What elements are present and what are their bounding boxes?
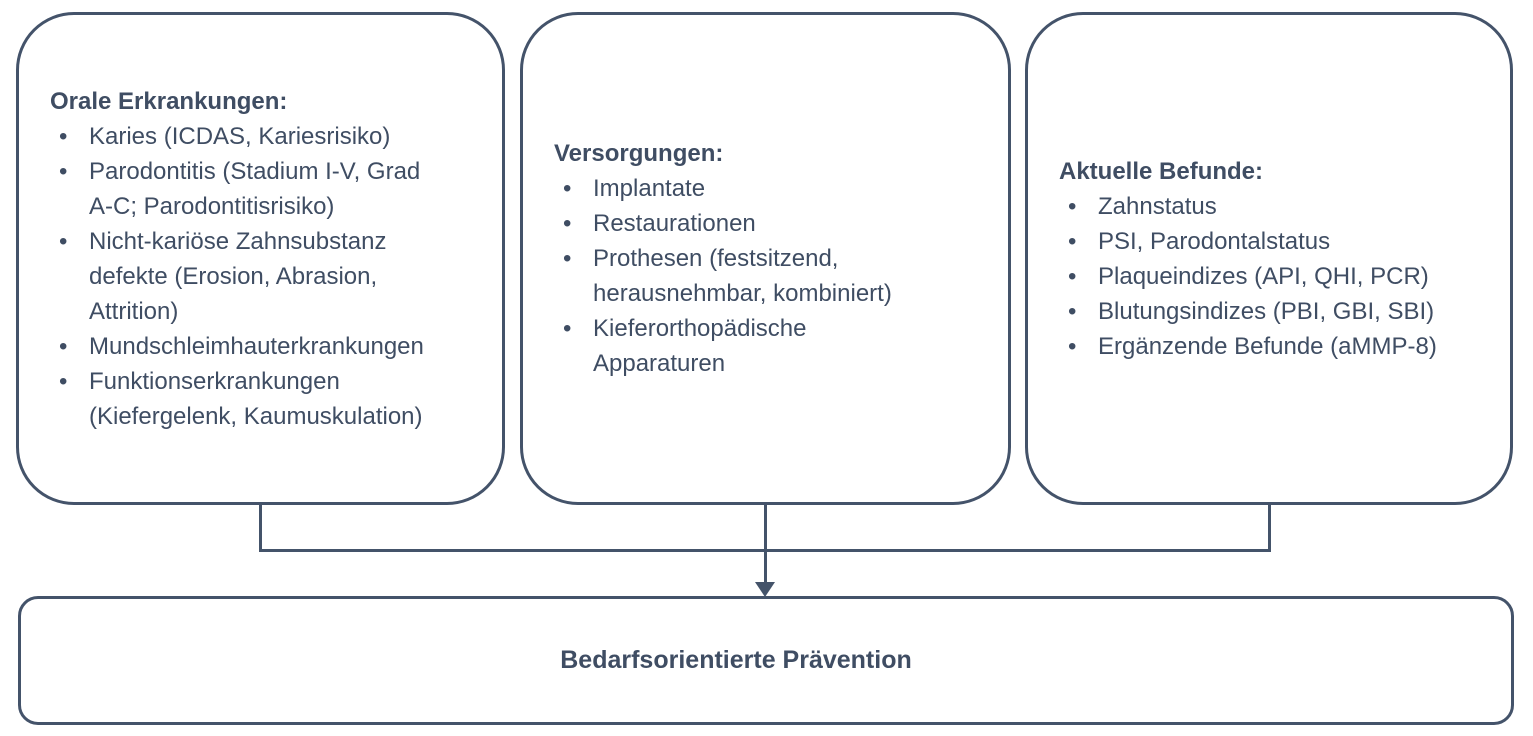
box-title: Aktuelle Befunde: bbox=[1059, 157, 1264, 185]
box-aktuelle-befunde: Aktuelle Befunde: • Zahnstatus • PSI, Pa… bbox=[1025, 12, 1513, 505]
box-title: Orale Erkrankungen: bbox=[50, 87, 288, 115]
box-versorgungen: Versorgungen: • Implantate • Restauratio… bbox=[520, 12, 1011, 505]
bullet-list: • Implantate • Restaurationen • Prothese… bbox=[554, 171, 998, 381]
bottom-box-title: Bedarfsorientierte Prävention bbox=[560, 646, 912, 674]
list-item-text: Karies (ICDAS, Kariesrisiko) bbox=[89, 122, 391, 150]
list-item: • Ergänzende Befunde (aMMP-8) bbox=[1059, 329, 1500, 364]
bullet-icon: • bbox=[59, 332, 68, 360]
bullet-icon: • bbox=[59, 227, 68, 255]
bullet-icon: • bbox=[563, 315, 572, 342]
list-item: • Karies (ICDAS, Kariesrisiko) bbox=[50, 119, 492, 154]
list-item-text: Funktionserkrankungen (Kiefergelenk, Kau… bbox=[89, 367, 423, 430]
list-item: • Kieferorthopädische Apparaturen bbox=[554, 311, 998, 381]
box-title: Versorgungen: bbox=[554, 140, 724, 167]
connector-stub-right bbox=[1268, 504, 1271, 551]
bullet-icon: • bbox=[59, 367, 68, 395]
list-item-text: PSI, Parodontalstatus bbox=[1098, 227, 1331, 255]
list-item: • Funktionserkrankungen (Kiefergelenk, K… bbox=[50, 364, 492, 434]
list-item: • Nicht-kariöse Zahnsubstanz defekte (Er… bbox=[50, 224, 492, 329]
list-item-text: Ergänzende Befunde (aMMP-8) bbox=[1098, 332, 1437, 360]
list-item: • Blutungsindizes (PBI, GBI, SBI) bbox=[1059, 294, 1500, 329]
box-content: Versorgungen: • Implantate • Restauratio… bbox=[523, 136, 1008, 381]
box-bedarfsorientierte-praevention: Bedarfsorientierte Prävention bbox=[18, 596, 1514, 725]
list-item-text: Mundschleimhauterkrankungen bbox=[89, 332, 424, 360]
list-item: • Prothesen (festsitzend, herausnehmbar,… bbox=[554, 241, 998, 311]
box-content: Aktuelle Befunde: • Zahnstatus • PSI, Pa… bbox=[1028, 154, 1510, 364]
box-content: Orale Erkrankungen: • Karies (ICDAS, Kar… bbox=[19, 84, 502, 434]
list-item-text: Implantate bbox=[593, 175, 706, 202]
list-item-text: Zahnstatus bbox=[1098, 192, 1217, 220]
list-item-text: Restaurationen bbox=[593, 210, 756, 237]
bullet-icon: • bbox=[1068, 227, 1077, 255]
list-item: • Implantate bbox=[554, 171, 998, 206]
list-item: • Restaurationen bbox=[554, 206, 998, 241]
list-item-text: Blutungsindizes (PBI, GBI, SBI) bbox=[1098, 297, 1435, 325]
bullet-icon: • bbox=[1068, 192, 1077, 220]
list-item-text: Kieferorthopädische Apparaturen bbox=[593, 315, 807, 377]
list-item-text: Nicht-kariöse Zahnsubstanz defekte (Eros… bbox=[89, 227, 387, 325]
bullet-icon: • bbox=[1068, 262, 1077, 290]
arrow-stem bbox=[764, 504, 767, 583]
list-item-text: Plaqueindizes (API, QHI, PCR) bbox=[1098, 262, 1429, 290]
list-item-text: Prothesen (festsitzend, herausnehmbar, k… bbox=[593, 245, 892, 307]
bullet-icon: • bbox=[59, 157, 68, 185]
list-item: • PSI, Parodontalstatus bbox=[1059, 224, 1500, 259]
bullet-icon: • bbox=[59, 122, 68, 150]
list-item: • Plaqueindizes (API, QHI, PCR) bbox=[1059, 259, 1500, 294]
bullet-icon: • bbox=[563, 175, 572, 202]
bullet-list: • Zahnstatus • PSI, Parodontalstatus • P… bbox=[1059, 189, 1500, 364]
list-item-text: Parodontitis (Stadium I-V, Grad A-C; Par… bbox=[89, 157, 421, 220]
list-item: • Mundschleimhauterkrankungen bbox=[50, 329, 492, 364]
bullet-icon: • bbox=[1068, 332, 1077, 360]
bullet-icon: • bbox=[563, 210, 572, 237]
arrow-down-icon bbox=[755, 582, 775, 597]
list-item: • Parodontitis (Stadium I-V, Grad A-C; P… bbox=[50, 154, 492, 224]
bullet-icon: • bbox=[563, 245, 572, 272]
bullet-list: • Karies (ICDAS, Kariesrisiko) • Parodon… bbox=[50, 119, 492, 434]
bullet-icon: • bbox=[1068, 297, 1077, 325]
box-orale-erkrankungen: Orale Erkrankungen: • Karies (ICDAS, Kar… bbox=[16, 12, 505, 505]
connector-stub-left bbox=[259, 504, 262, 551]
list-item: • Zahnstatus bbox=[1059, 189, 1500, 224]
